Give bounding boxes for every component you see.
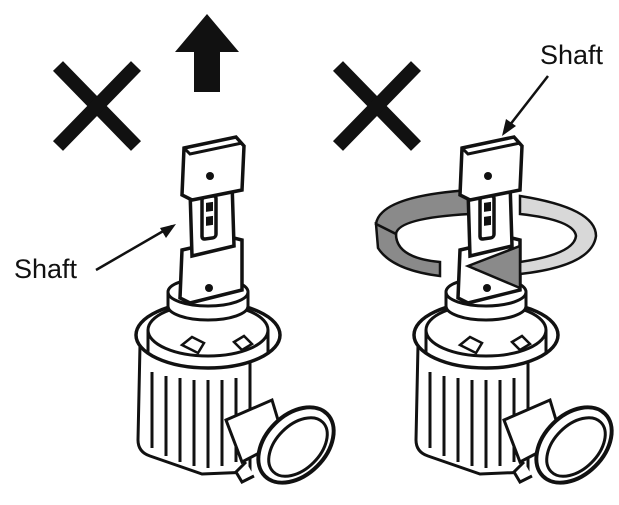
shaft-pointer-left-head: [160, 224, 176, 238]
bulb-illustration-right: [412, 135, 619, 500]
x-mark-icon: [52, 61, 142, 151]
rotation-arrow-icon: [374, 188, 472, 278]
shaft-label-right: Shaft: [540, 40, 604, 70]
arrow-up-icon: [175, 14, 239, 92]
left-panel: Shaft: [14, 14, 351, 500]
x-mark-icon: [332, 61, 422, 151]
shaft-pointer-left: [95, 224, 173, 272]
right-panel: Shaft: [332, 40, 619, 500]
shaft-pointer-right: [505, 75, 549, 131]
shaft-pointer-right-head: [502, 119, 516, 136]
rotation-arrow-front: [464, 194, 598, 290]
bulb-illustration-left: [134, 135, 351, 500]
shaft-label-left: Shaft: [14, 254, 78, 284]
